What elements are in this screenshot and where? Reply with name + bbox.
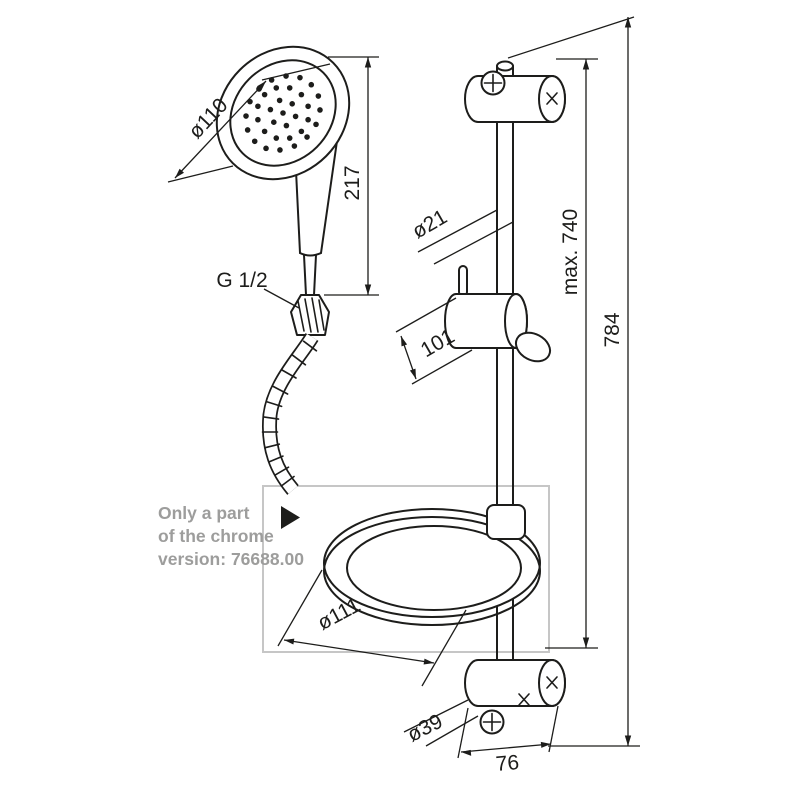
dish-inner-rim bbox=[346, 525, 522, 611]
dim-total-height: 784 bbox=[507, 16, 640, 747]
dish-lower-contour bbox=[323, 516, 541, 626]
dim-label: 217 bbox=[341, 165, 364, 200]
extension-line bbox=[417, 209, 498, 253]
handset-holder bbox=[514, 331, 552, 363]
dim-label: max. 740 bbox=[559, 209, 582, 295]
chrome-version-callout-box bbox=[262, 485, 550, 653]
x-mark-icon bbox=[518, 693, 530, 706]
dim-label: G 1/2 bbox=[216, 269, 267, 292]
extension-line bbox=[421, 609, 467, 687]
arrowhead bbox=[582, 637, 590, 648]
extension-line bbox=[507, 16, 635, 59]
neck-right bbox=[313, 254, 317, 296]
extension-line bbox=[411, 349, 473, 385]
extension-line bbox=[425, 715, 479, 747]
slider-holder bbox=[444, 265, 552, 363]
extension-line bbox=[395, 297, 457, 333]
bar-top-cap bbox=[496, 60, 514, 72]
screw-cross-icon bbox=[482, 712, 502, 732]
extension-line bbox=[403, 699, 469, 733]
hand-shower bbox=[215, 45, 351, 495]
arrowhead bbox=[624, 17, 632, 28]
note-line-2: of the chrome bbox=[158, 526, 274, 546]
dim-thread-size: G 1/2 bbox=[216, 269, 300, 309]
x-mark-icon bbox=[546, 676, 558, 689]
dimension-line bbox=[174, 80, 267, 179]
soap-dish bbox=[323, 504, 541, 626]
handle-right-edge bbox=[320, 140, 338, 254]
dim-mount-width: 76 bbox=[457, 705, 559, 776]
slider-pin bbox=[458, 265, 468, 297]
arrowhead bbox=[409, 368, 416, 379]
arrowhead bbox=[461, 749, 472, 756]
dish-clamp bbox=[486, 504, 526, 540]
dim-max-adjustment: max. 740 bbox=[545, 58, 598, 649]
handle-bottom bbox=[299, 252, 322, 257]
arrowhead bbox=[540, 741, 551, 748]
arrowhead bbox=[175, 168, 184, 178]
note-line-3: version: 76688.00 bbox=[158, 549, 304, 569]
extension-line bbox=[261, 63, 331, 81]
arrowhead bbox=[401, 336, 408, 347]
arrowhead bbox=[582, 59, 590, 70]
arrowhead bbox=[364, 284, 372, 295]
dim-label: 76 bbox=[495, 751, 520, 776]
top-wall-bracket bbox=[464, 70, 566, 123]
neck-left bbox=[303, 254, 307, 296]
leader-line bbox=[263, 288, 300, 309]
arrowhead bbox=[423, 658, 434, 665]
dimension-line bbox=[283, 639, 435, 664]
dim-label: 784 bbox=[601, 312, 624, 347]
x-mark-icon bbox=[546, 92, 558, 105]
note-arrow-icon bbox=[281, 506, 300, 529]
extension-line bbox=[277, 569, 323, 647]
screw-cross-icon bbox=[483, 73, 503, 93]
dim-head-length: 217 bbox=[324, 56, 379, 296]
arrowhead bbox=[257, 81, 266, 91]
arrowhead bbox=[284, 638, 295, 645]
slide-bar bbox=[496, 60, 514, 704]
extension-line bbox=[433, 221, 514, 265]
note-line-1: Only a part bbox=[158, 503, 250, 523]
arrowhead bbox=[624, 735, 632, 746]
bottom-wall-bracket bbox=[464, 659, 566, 735]
extension-line bbox=[548, 705, 559, 753]
dim-label: ø111 bbox=[314, 594, 364, 635]
extension-line bbox=[457, 707, 469, 759]
shower-head bbox=[215, 45, 351, 181]
dim-label: ø39 bbox=[404, 710, 447, 747]
nut-knurling bbox=[297, 297, 325, 333]
dimension-line bbox=[460, 743, 552, 753]
extension-line bbox=[167, 165, 234, 183]
hose-coils bbox=[261, 340, 318, 487]
arrowhead bbox=[364, 57, 372, 68]
dim-mount-diameter: ø39 bbox=[403, 699, 479, 747]
hose-fill bbox=[263, 333, 317, 494]
